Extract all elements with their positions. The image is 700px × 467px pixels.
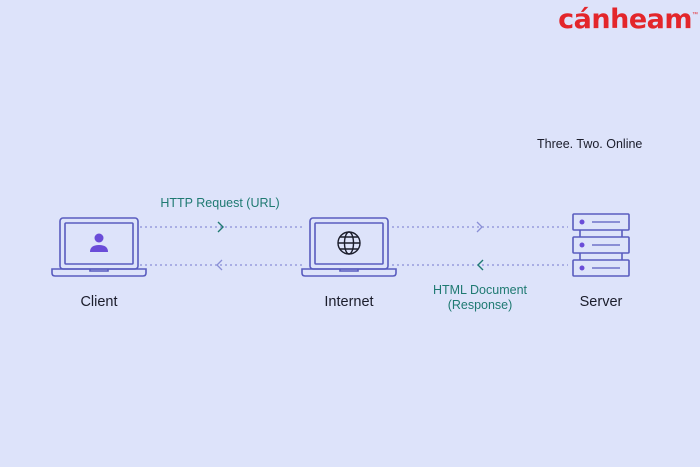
server-slot-lines <box>592 221 620 269</box>
request-chevron-icon <box>217 221 224 233</box>
request-label: HTTP Request (URL) <box>160 196 280 210</box>
response-label-line1: HTML Document <box>432 283 527 297</box>
server-rack-icon <box>572 213 630 277</box>
brand-logo: cánheam <box>558 4 692 35</box>
globe-icon <box>337 231 361 255</box>
response-label: HTML Document (Response) <box>410 283 550 313</box>
internet-laptop-icon <box>301 217 397 277</box>
trademark-mark: ™ <box>692 12 698 18</box>
internet-label: Internet <box>324 294 374 310</box>
request-chevron-icon-2 <box>476 221 483 233</box>
server-label: Server <box>579 294 623 310</box>
client-label: Client <box>80 294 118 310</box>
response-chevron-icon-2 <box>477 259 484 271</box>
user-icon <box>90 233 108 252</box>
response-label-line2: (Response) <box>447 298 513 312</box>
tagline: Three. Two. Online <box>537 137 643 151</box>
response-chevron-icon <box>216 259 223 271</box>
server-indicator-icon <box>579 219 585 271</box>
client-laptop-icon <box>51 217 147 277</box>
